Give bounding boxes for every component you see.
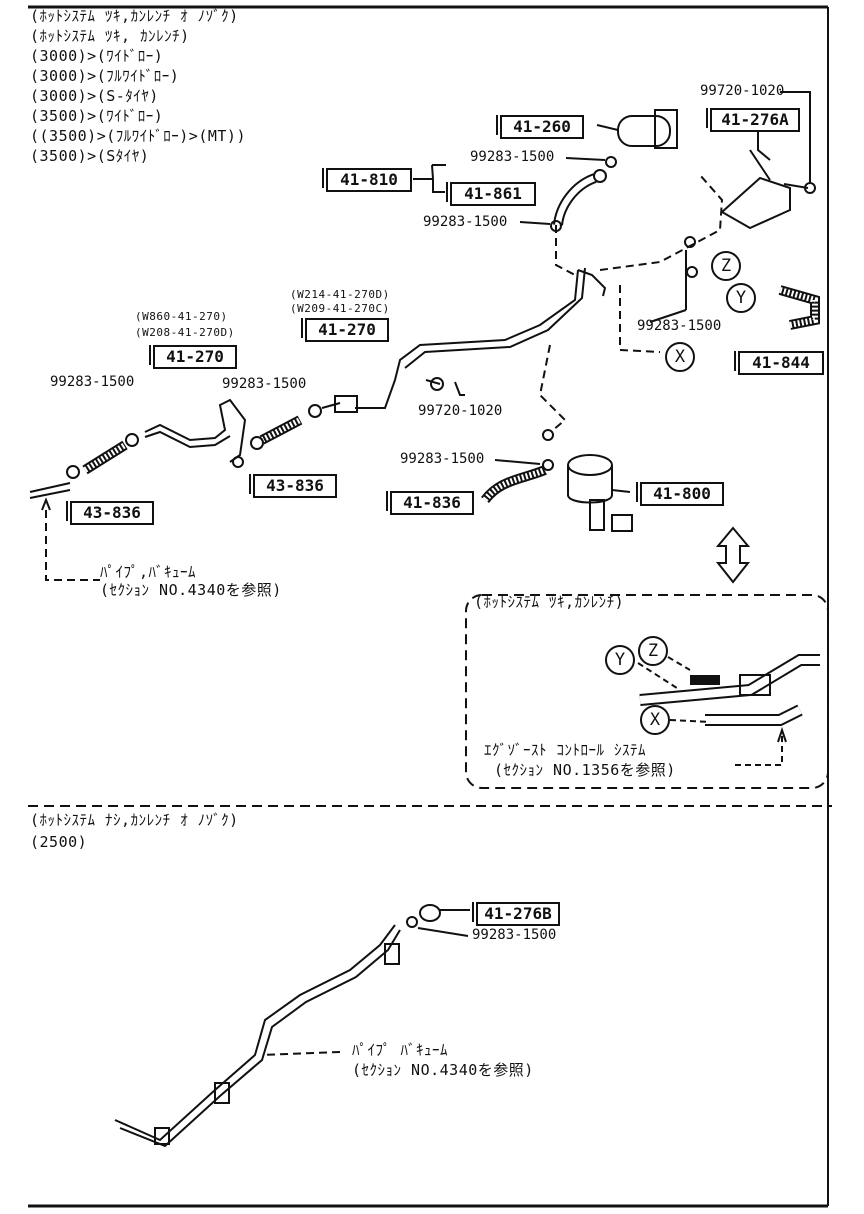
ref-code: (W860-41-270) [135, 310, 228, 323]
part-number: 99283-1500 [472, 927, 557, 943]
inset-title: (ﾎｯﾄｼｽﾃﾑ ﾂｷ,ｶﾝﾚﾝﾁ) [474, 593, 625, 611]
note-exhaust: ｴｸﾞｿﾞｰｽﾄ ｺﾝﾄﾛｰﾙ ｼｽﾃﾑ [484, 741, 647, 759]
part-number: 99283-1500 [470, 149, 555, 165]
note-pipe: ﾊﾟｲﾌﾟ ﾊﾞｷｭｰﾑ [352, 1041, 449, 1059]
part-box-43-836[interactable]: 43-836 [66, 501, 154, 525]
callout-y: Y [726, 283, 756, 313]
part-box-41-800[interactable]: 41-800 [636, 482, 724, 506]
ref-code: (W208-41-270D) [135, 326, 235, 339]
ref-code: (W214-41-270D) [290, 288, 390, 301]
note-pipe-ref: (ｾｸｼｮﾝ NO.4340を参照) [100, 581, 282, 599]
part-box-41-276A[interactable]: 41-276A [706, 108, 800, 132]
callout-z: Z [638, 636, 668, 666]
header-line: (ﾎｯﾄｼｽﾃﾑ ﾂｷ, ｶﾝﾚﾝﾁ) [30, 27, 190, 45]
header-line: (3000)>(ﾌﾙﾜｲﾄﾞﾛｰ) [30, 67, 180, 85]
part-box-41-810[interactable]: 41-810 [322, 168, 412, 192]
callout-y: Y [605, 645, 635, 675]
callout-x: X [665, 342, 695, 372]
section2-variant: (2500) [30, 833, 88, 851]
header-line: (3000)>(S-ﾀｲﾔ) [30, 87, 159, 105]
header-line: (ﾎｯﾄｼｽﾃﾑ ﾂｷ,ｶﾝﾚﾝﾁ ｵ ﾉｿﾞｸ) [30, 7, 239, 25]
part-box-41-270[interactable]: 41-270 [149, 345, 237, 369]
part-number: 99283-1500 [50, 374, 135, 390]
part-box-41-836[interactable]: 41-836 [386, 491, 474, 515]
part-box-41-270[interactable]: 41-270 [301, 318, 389, 342]
note-exhaust-ref: (ｾｸｼｮﾝ NO.1356を参照) [494, 761, 676, 779]
section2-title: (ﾎｯﾄｼｽﾃﾑ ﾅｼ,ｶﾝﾚﾝﾁ ｵ ﾉｿﾞｸ) [30, 811, 239, 829]
ref-code: (W209-41-270C) [290, 302, 390, 315]
part-number: 99283-1500 [423, 214, 508, 230]
note-pipe: ﾊﾟｲﾌﾟ,ﾊﾞｷｭｰﾑ [100, 563, 197, 581]
part-box-41-276B[interactable]: 41-276B [472, 902, 560, 926]
part-number: 99283-1500 [222, 376, 307, 392]
callout-z: Z [711, 251, 741, 281]
header-line: (3500)>(ﾜｲﾄﾞﾛｰ) [30, 107, 164, 125]
part-box-41-844[interactable]: 41-844 [734, 351, 824, 375]
header-line: (3500)>(Sﾀｲﾔ) [30, 147, 150, 165]
part-number: 99720-1020 [418, 403, 503, 419]
part-number: 99283-1500 [637, 318, 722, 334]
part-box-41-260[interactable]: 41-260 [496, 115, 584, 139]
callout-x: X [640, 705, 670, 735]
header-line: ((3500)>(ﾌﾙﾜｲﾄﾞﾛｰ)>(MT)) [30, 127, 246, 145]
header-line: (3000)>(ﾜｲﾄﾞﾛｰ) [30, 47, 164, 65]
part-box-43-836[interactable]: 43-836 [249, 474, 337, 498]
note-pipe-ref: (ｾｸｼｮﾝ NO.4340を参照) [352, 1061, 534, 1079]
part-box-41-861[interactable]: 41-861 [446, 182, 536, 206]
part-number: 99720-1020 [700, 83, 785, 99]
part-number: 99283-1500 [400, 451, 485, 467]
